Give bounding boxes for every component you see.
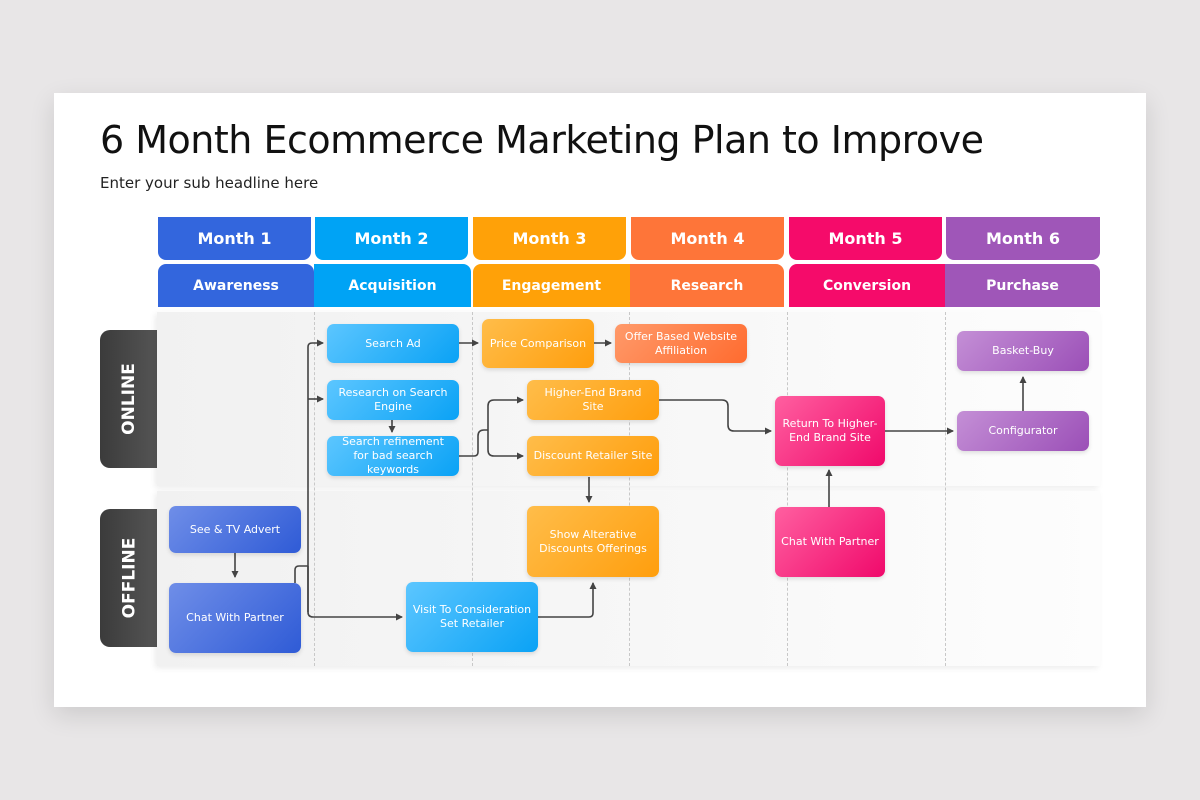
phase-research: Research [630,264,784,307]
node-show-alternative-discounts[interactable]: Show Alterative Discounts Offerings [527,506,659,577]
month-5-header: Month 5 [789,217,942,260]
node-offer-based-affiliation[interactable]: Offer Based Website Affiliation [615,324,747,363]
sub-headline: Enter your sub headline here [100,174,319,192]
month-1-header: Month 1 [158,217,311,260]
node-see-tv-advert[interactable]: See & TV Advert [169,506,301,553]
node-price-comparison[interactable]: Price Comparison [482,319,594,368]
node-search-ad[interactable]: Search Ad [327,324,459,363]
node-chat-with-partner-m1[interactable]: Chat With Partner [169,583,301,653]
node-visit-consideration-retailer[interactable]: Visit To Consideration Set Retailer [406,582,538,652]
node-search-refinement[interactable]: Search refinement for bad search keyword… [327,435,459,476]
offline-lane-tab: OFFLINE [100,509,158,647]
node-basket-buy[interactable]: Basket-Buy [957,331,1089,371]
online-lane-tab: ONLINE [100,330,158,468]
node-discount-retailer-site[interactable]: Discount Retailer Site [527,436,659,476]
column-divider [629,312,630,666]
month-2-header: Month 2 [315,217,468,260]
phase-awareness: Awareness [158,264,314,307]
node-higher-end-brand-site[interactable]: Higher-End Brand Site [527,380,659,420]
column-divider [314,312,315,666]
month-4-header: Month 4 [631,217,784,260]
column-divider [472,312,473,666]
column-divider [787,312,788,666]
node-chat-with-partner-m5[interactable]: Chat With Partner [775,507,885,577]
node-configurator[interactable]: Configurator [957,411,1089,451]
column-divider [945,312,946,666]
month-3-header: Month 3 [473,217,626,260]
phase-purchase: Purchase [945,264,1100,307]
online-lane-label: ONLINE [119,363,139,435]
month-6-header: Month 6 [946,217,1100,260]
node-return-higher-end[interactable]: Return To Higher-End Brand Site [775,396,885,466]
page-title: 6 Month Ecommerce Marketing Plan to Impr… [100,118,984,162]
phase-engagement: Engagement [473,264,630,307]
offline-lane-label: OFFLINE [119,537,139,619]
node-research-search-engine[interactable]: Research on Search Engine [327,380,459,420]
phase-acquisition: Acquisition [314,264,471,307]
phase-conversion: Conversion [789,264,945,307]
